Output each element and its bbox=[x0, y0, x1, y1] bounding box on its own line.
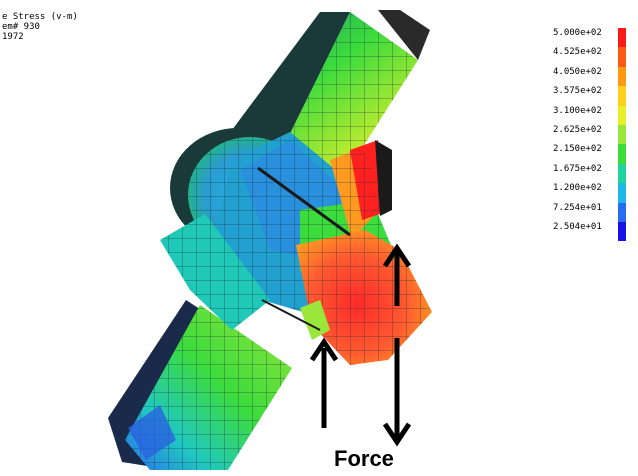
legend-color-swatch bbox=[618, 124, 626, 145]
legend-row: 1.200e+02 bbox=[553, 183, 633, 203]
result-type-label: e Stress (v-m) bbox=[2, 12, 78, 22]
force-arrow-down bbox=[382, 338, 412, 447]
legend-color-swatch bbox=[618, 47, 626, 67]
legend-value-label: 3.575e+02 bbox=[553, 86, 602, 97]
force-arrow-up-right bbox=[382, 243, 412, 306]
legend-color-swatch bbox=[618, 28, 626, 48]
legend-value-label: 1.200e+02 bbox=[553, 183, 602, 194]
seam-line bbox=[257, 166, 351, 237]
stress-legend: 5.000e+02 4.525e+02 4.050e+02 3.575e+02 3.10… bbox=[553, 28, 633, 242]
high-stress-zone bbox=[296, 230, 432, 365]
legend-color-swatch bbox=[618, 183, 626, 203]
legend-value-label: 2.625e+02 bbox=[553, 124, 602, 135]
legend-row: 2.504e+01 bbox=[553, 221, 633, 242]
legend-row: 4.050e+02 bbox=[553, 66, 633, 87]
legend-value-label: 2.504e+01 bbox=[553, 221, 602, 232]
legend-value-label: 5.000e+02 bbox=[553, 28, 602, 38]
legend-value-label: 2.150e+02 bbox=[553, 144, 602, 155]
legend-row: 4.525e+02 bbox=[553, 47, 633, 67]
result-header: e Stress (v-m) em# 930 1972 bbox=[2, 12, 78, 42]
legend-color-swatch bbox=[618, 202, 626, 222]
legend-row: 7.254e+01 bbox=[553, 202, 633, 222]
node-id-label: 1972 bbox=[2, 32, 24, 42]
legend-color-swatch bbox=[618, 105, 626, 125]
legend-row: 3.100e+02 bbox=[553, 105, 633, 125]
right-tab-upper bbox=[330, 140, 392, 240]
legend-row: 2.150e+02 bbox=[553, 144, 633, 164]
legend-row: 3.575e+02 bbox=[553, 86, 633, 106]
legend-value-label: 4.525e+02 bbox=[553, 47, 602, 58]
legend-row: 1.675e+02 bbox=[553, 163, 633, 184]
legend-row: 5.000e+02 bbox=[553, 28, 633, 48]
legend-row: 2.625e+02 bbox=[553, 124, 633, 145]
legend-color-swatch bbox=[618, 144, 626, 164]
force-arrows bbox=[309, 243, 412, 447]
legend-value-label: 7.254e+01 bbox=[553, 202, 602, 213]
legend-color-swatch bbox=[618, 86, 626, 106]
seam-line bbox=[261, 299, 321, 331]
legend-value-label: 4.050e+02 bbox=[553, 66, 602, 77]
upper-arm bbox=[232, 10, 430, 180]
legend-color-swatch bbox=[618, 163, 626, 184]
legend-color-swatch bbox=[618, 221, 626, 242]
legend-color-swatch bbox=[618, 66, 626, 87]
legend-value-label: 3.100e+02 bbox=[553, 105, 602, 116]
fea-mesh-model bbox=[108, 10, 432, 470]
force-label: Force bbox=[334, 446, 394, 471]
lower-arm bbox=[108, 300, 292, 470]
force-arrow-up-left bbox=[309, 337, 339, 428]
lower-left-tab bbox=[160, 214, 270, 330]
legend-value-label: 1.675e+02 bbox=[553, 163, 602, 174]
element-id-label: em# 930 bbox=[2, 22, 40, 32]
